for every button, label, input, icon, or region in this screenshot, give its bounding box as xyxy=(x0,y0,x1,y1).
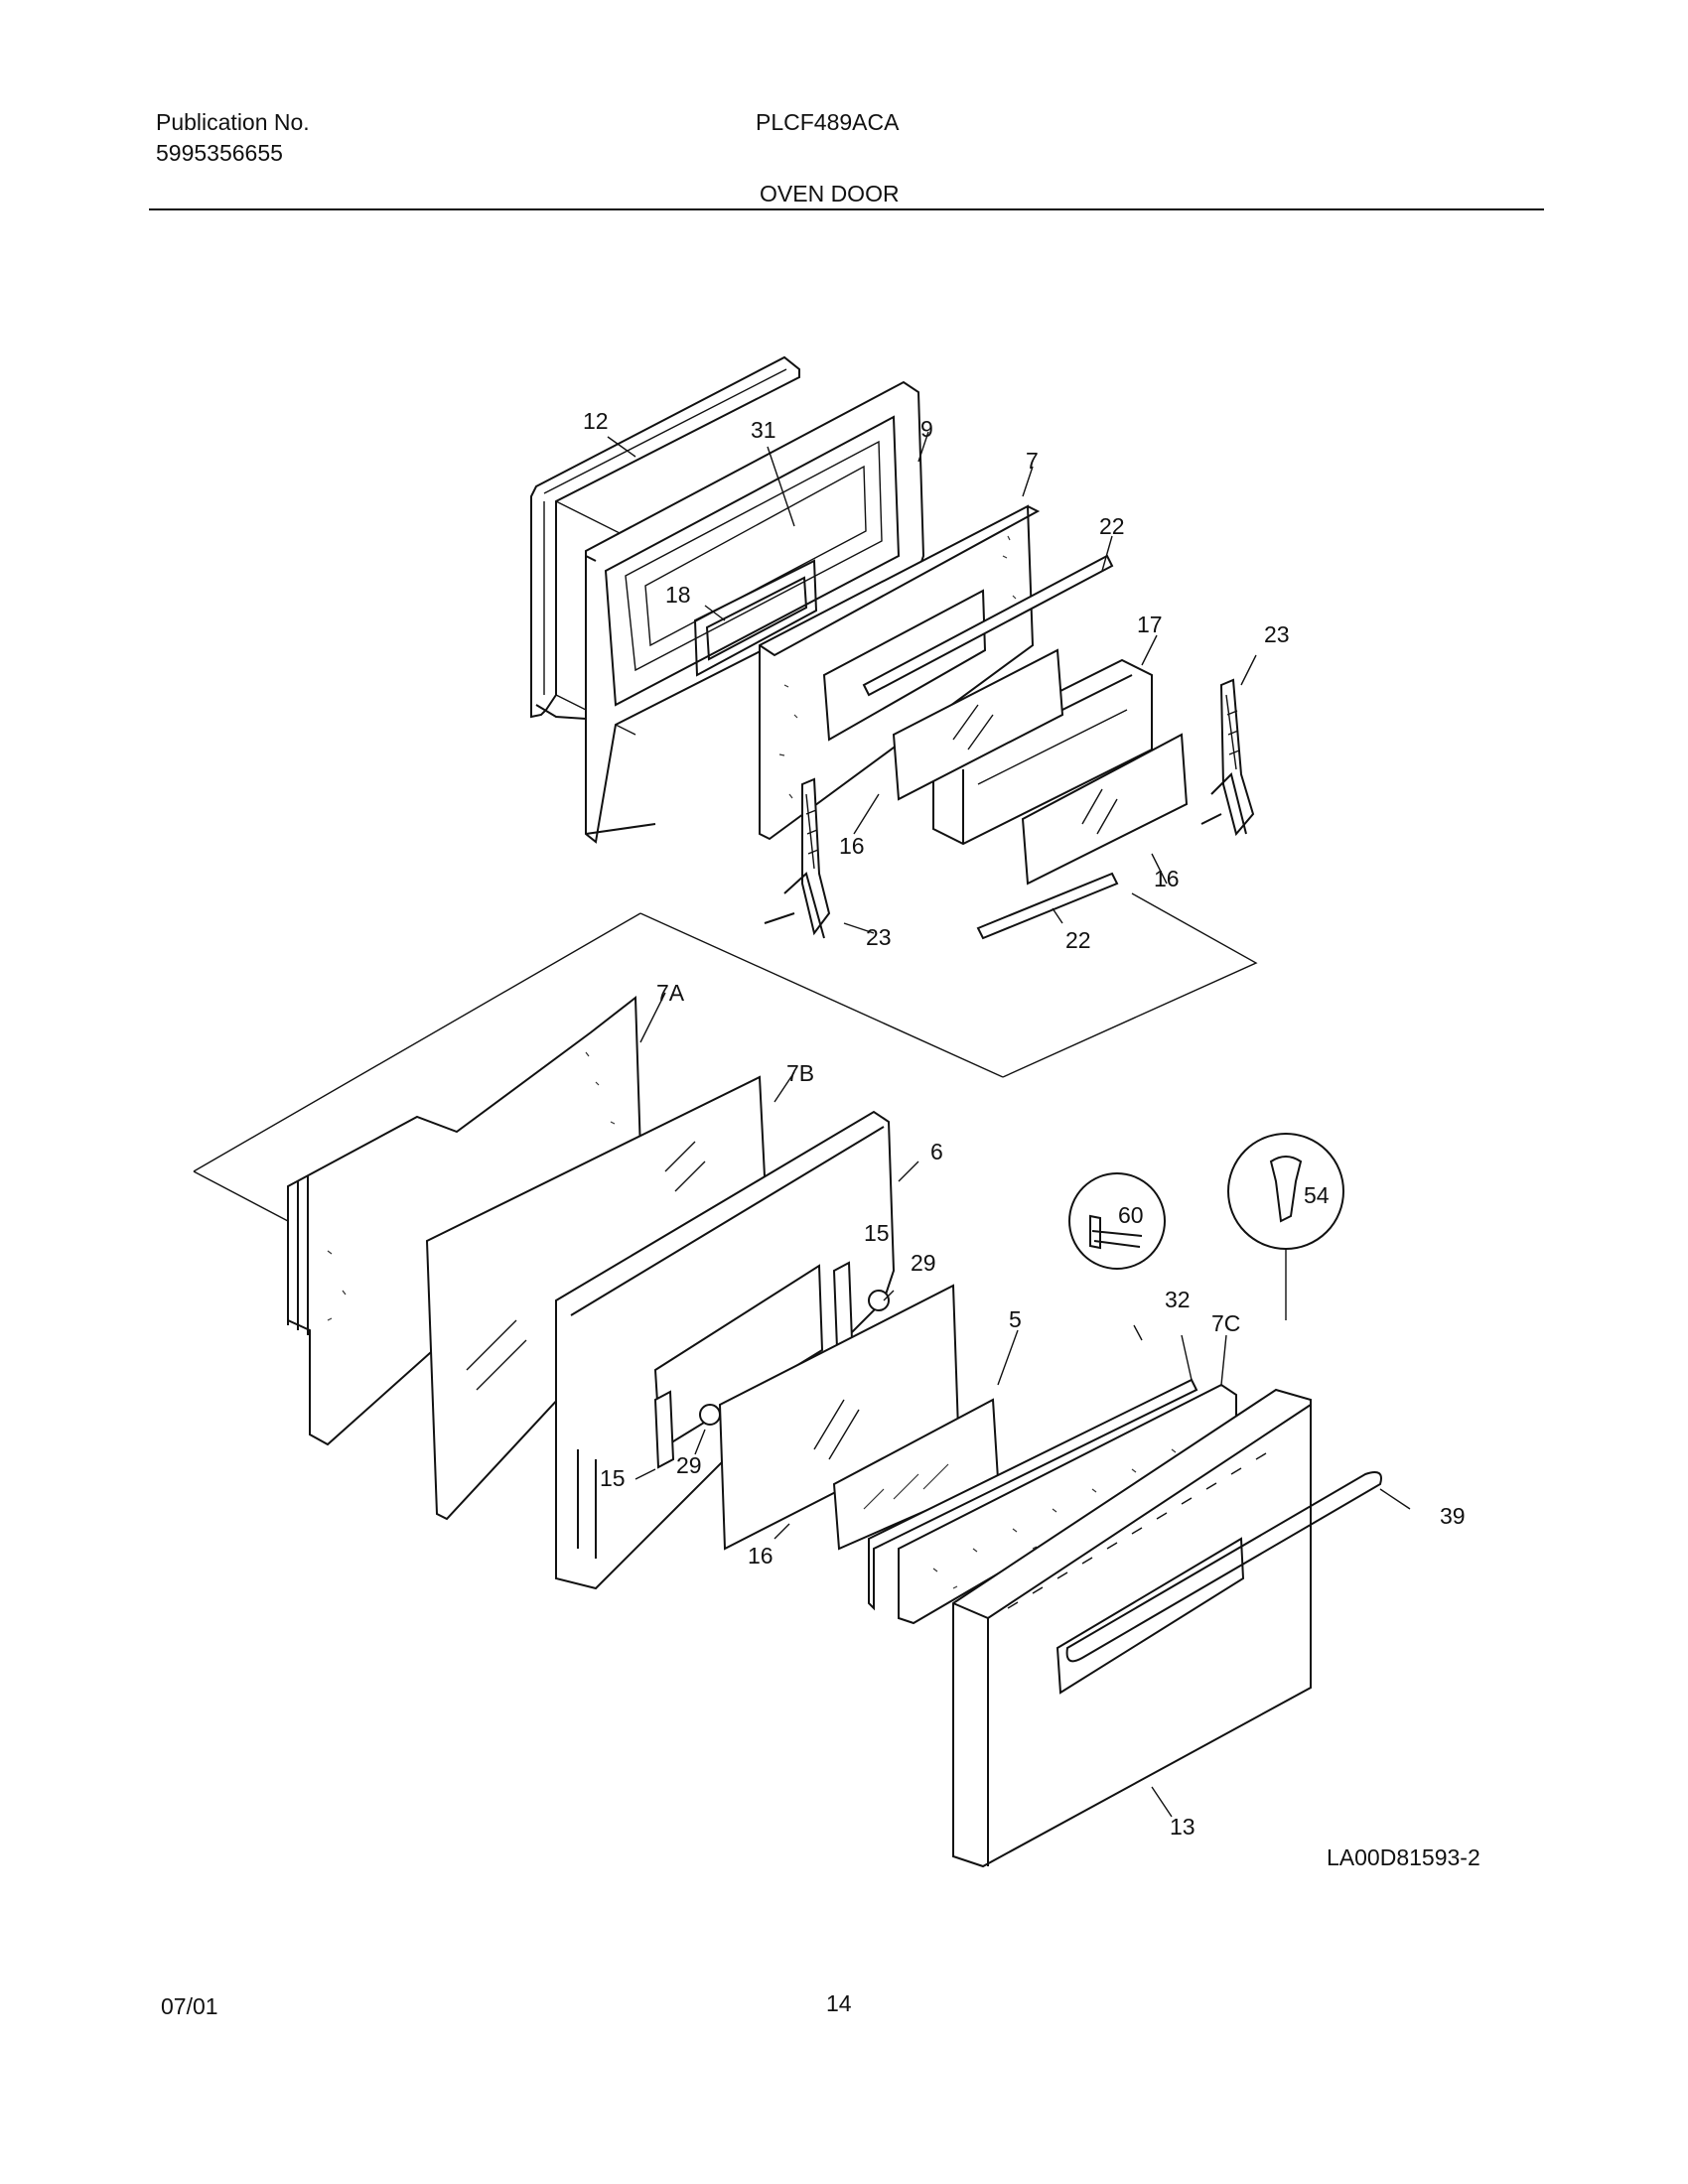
section-title: OVEN DOOR xyxy=(760,181,900,206)
part-23-hinge-right xyxy=(1200,678,1255,837)
part-22-strip-lower xyxy=(976,872,1119,940)
part-18-gasket xyxy=(693,559,818,677)
callout-16-upper-right: 16 xyxy=(1154,866,1180,891)
part-9-inner-frame xyxy=(585,380,925,844)
header-rule xyxy=(149,208,1544,210)
page-number: 14 xyxy=(826,1990,852,2016)
footer-date: 07/01 xyxy=(161,1993,218,2019)
callout-17: 17 xyxy=(1137,612,1163,637)
callout-13: 13 xyxy=(1170,1814,1196,1840)
part-39-handle xyxy=(1065,1471,1382,1663)
callout-7C: 7C xyxy=(1211,1310,1240,1336)
part-29-clip-lower xyxy=(699,1404,721,1426)
callout-22-lower: 22 xyxy=(1065,927,1091,953)
callout-7: 7 xyxy=(1026,448,1039,474)
callout-54: 54 xyxy=(1304,1182,1330,1208)
model-number: PLCF489ACA xyxy=(756,109,900,135)
callout-23-right: 23 xyxy=(1264,621,1290,647)
callout-60: 60 xyxy=(1118,1202,1144,1228)
callout-22-upper: 22 xyxy=(1099,513,1125,539)
callout-5: 5 xyxy=(1009,1306,1022,1332)
part-60-screw-detail xyxy=(1068,1172,1166,1341)
callout-12: 12 xyxy=(583,408,609,434)
callout-31: 31 xyxy=(751,417,776,443)
callout-7B: 7B xyxy=(786,1060,814,1086)
leader-lines xyxy=(607,431,1411,1818)
callout-39: 39 xyxy=(1440,1503,1466,1529)
callout-15-upper: 15 xyxy=(864,1220,890,1246)
part-16-window-upper-left xyxy=(892,648,1064,801)
part-15-bracket-left xyxy=(653,1390,675,1469)
part-22-strip-upper xyxy=(862,554,1114,697)
part-29-clip-upper xyxy=(868,1290,890,1311)
drawing-code: LA00D81593-2 xyxy=(1327,1844,1480,1870)
callout-32: 32 xyxy=(1165,1287,1191,1312)
publication-label: Publication No. xyxy=(156,109,310,135)
callout-9: 9 xyxy=(920,416,933,442)
callout-23-left: 23 xyxy=(866,924,892,950)
callout-6: 6 xyxy=(930,1139,943,1164)
callout-29-upper: 29 xyxy=(911,1250,936,1276)
callout-16-upper-left: 16 xyxy=(839,833,865,859)
publication-number: 5995356655 xyxy=(156,140,283,166)
part-54-screw-detail xyxy=(1227,1133,1344,1320)
callout-15-lower: 15 xyxy=(600,1465,626,1491)
callout-18: 18 xyxy=(665,582,691,608)
callout-7A: 7A xyxy=(656,980,685,1006)
part-15-bracket-right xyxy=(832,1261,854,1350)
part-23-hinge-left xyxy=(764,777,831,939)
assembly-plane xyxy=(193,892,1258,1222)
callout-16-lower: 16 xyxy=(748,1543,774,1569)
part-16-window-upper-right xyxy=(1021,733,1189,886)
callout-29-lower: 29 xyxy=(676,1452,702,1478)
